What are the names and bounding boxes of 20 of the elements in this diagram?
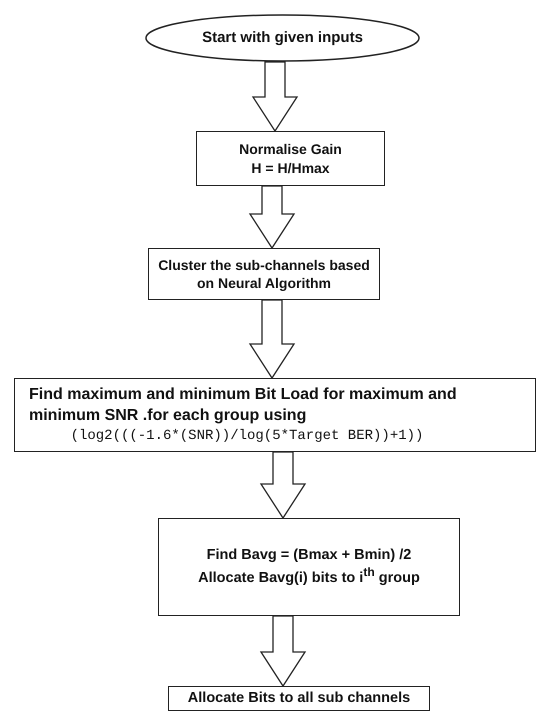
process-box <box>14 378 536 452</box>
block-arrow <box>252 61 298 132</box>
block-arrow <box>248 299 296 380</box>
step-text: Find Bavg = (Bmax + Bmin) /2 <box>206 546 412 566</box>
step-detail: Allocate Bavg(i) bits to i$^{th}$ group <box>198 565 420 588</box>
step-detail: H = H/Hmax <box>251 158 330 177</box>
start-ellipse <box>145 14 420 62</box>
process-box <box>168 686 430 711</box>
step-text: Start with given inputs <box>202 28 363 48</box>
block-arrow <box>248 185 296 250</box>
step-text: Find maximum and minimum Bit Load for maximum and minimum SNR .for each group using <box>29 385 458 426</box>
block-arrow <box>260 451 306 520</box>
step-text: Allocate Bits to all sub channels <box>188 689 410 708</box>
process-box <box>196 131 385 186</box>
block-arrow <box>260 615 306 688</box>
step-text: Cluster the sub-channels based on Neural Algorithm <box>157 256 371 292</box>
step-text: Normalise Gain <box>239 140 342 158</box>
formula-text: (log2(((-1.6*(SNR))/log(5*Target BER))+1)) <box>70 426 424 445</box>
process-box <box>158 518 460 616</box>
process-box <box>148 248 380 300</box>
